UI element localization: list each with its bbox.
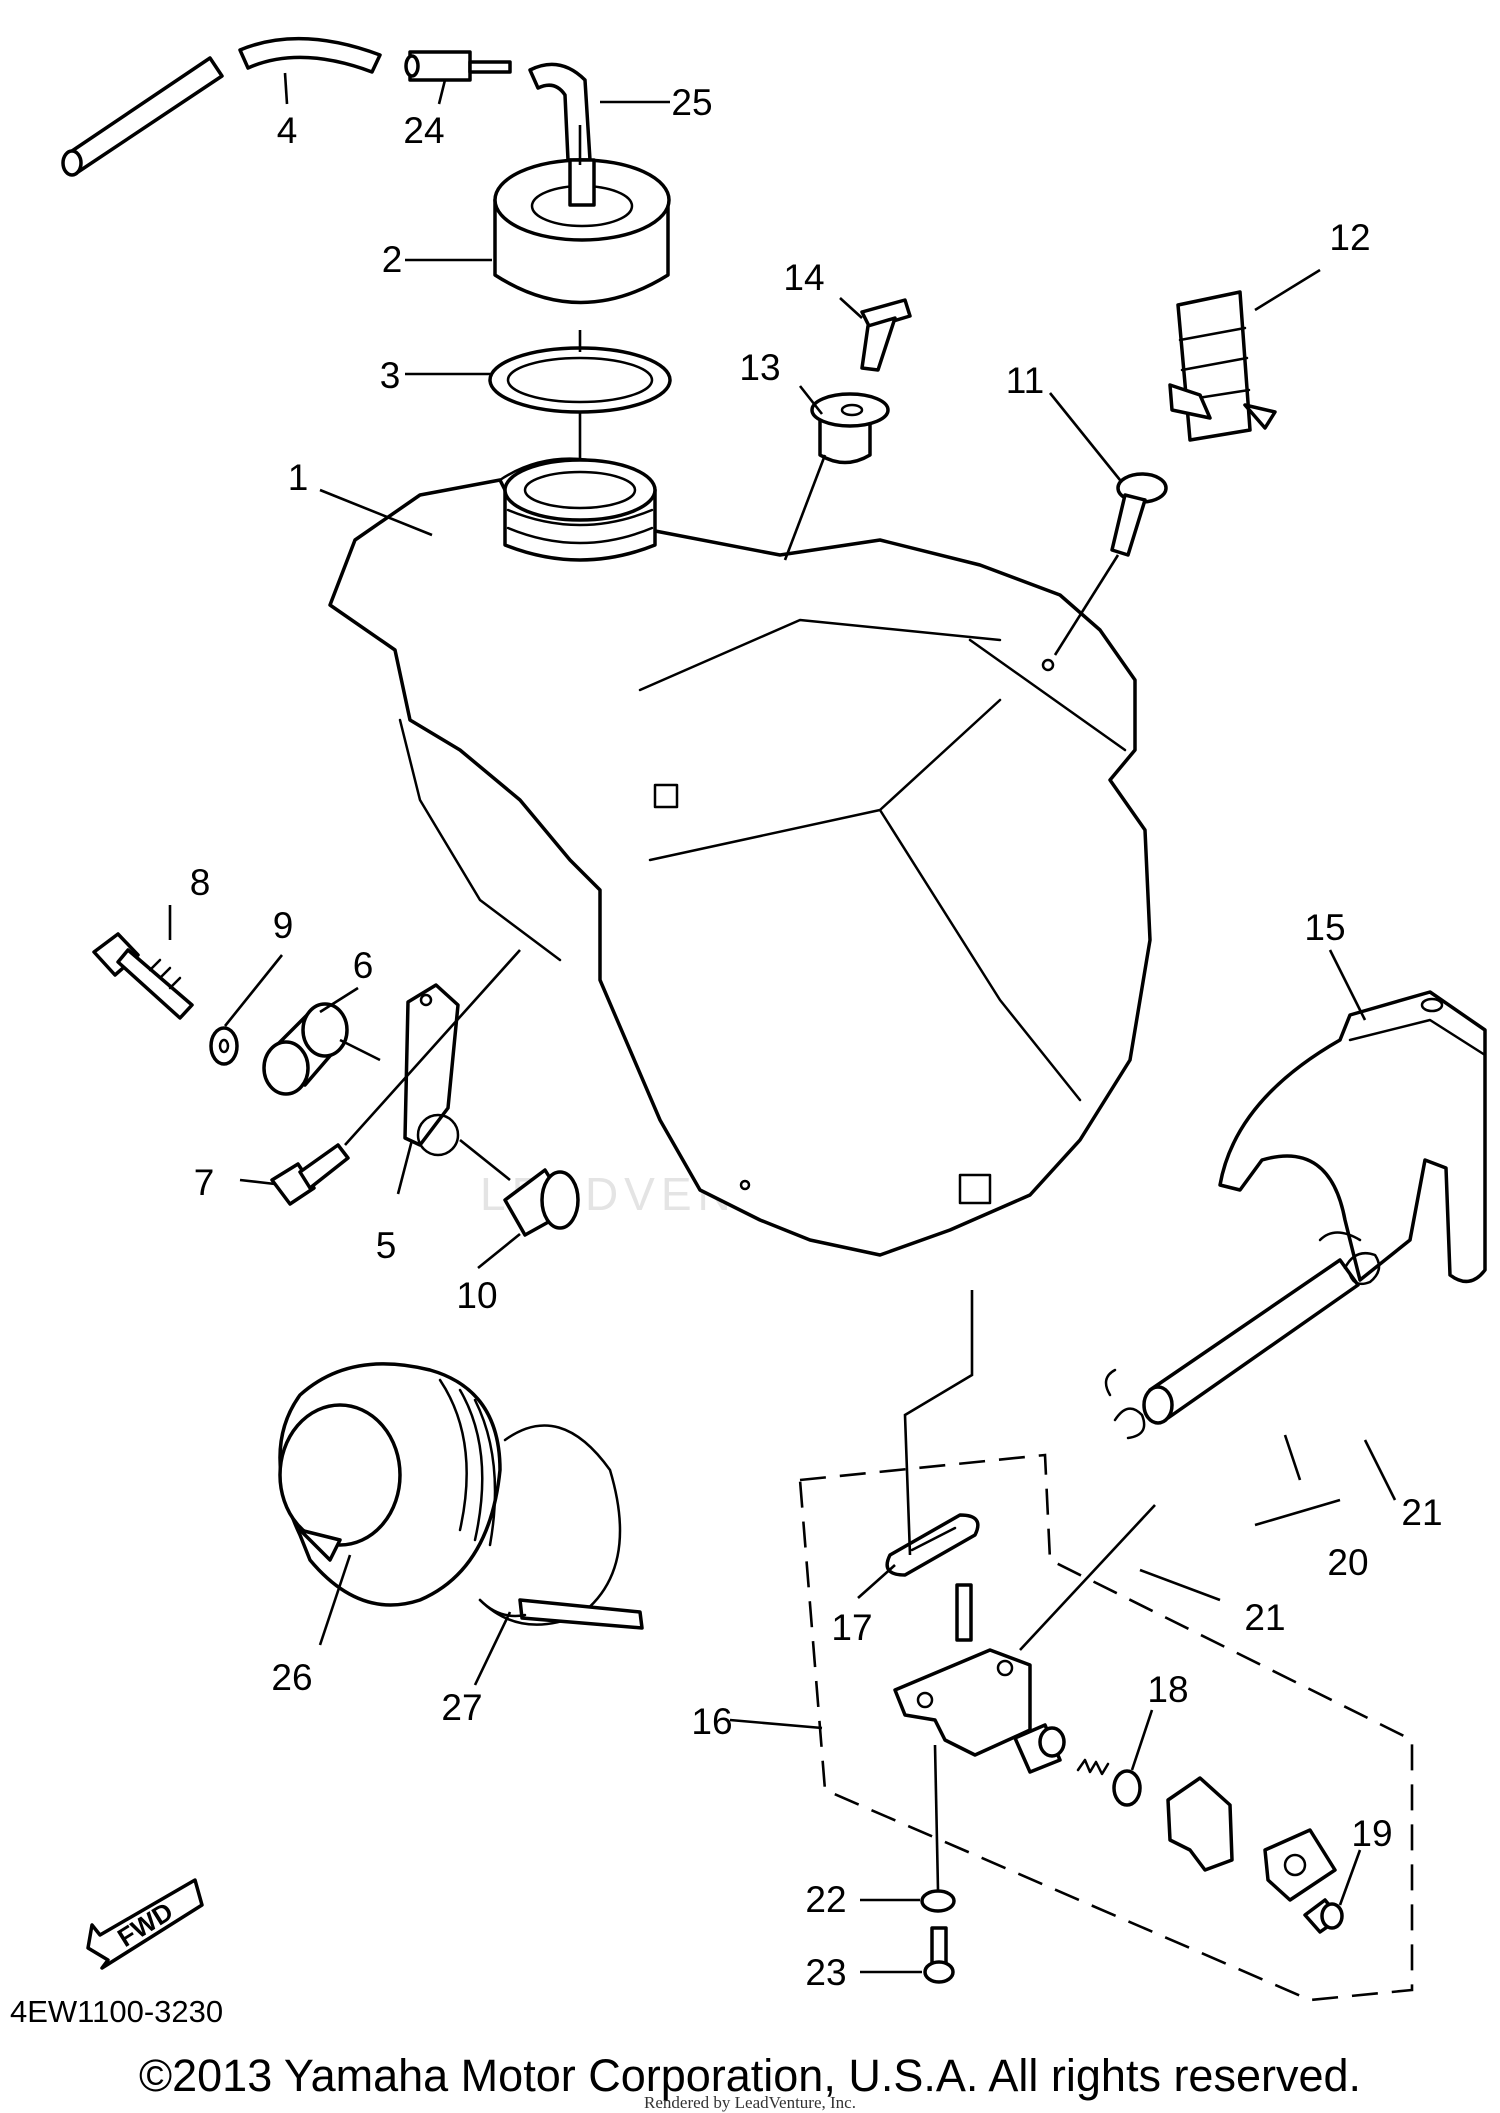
spring-part[interactable]: [1076, 1758, 1110, 1776]
screw-part-19[interactable]: [1303, 1898, 1344, 1934]
bolt-part-8[interactable]: [92, 932, 194, 1020]
fuel-tank-part-1[interactable]: [328, 457, 1152, 1257]
bolt-part-7[interactable]: [270, 1143, 350, 1206]
screw-part-23[interactable]: [923, 1926, 955, 1984]
callout-26[interactable]: 26: [271, 1657, 312, 1698]
callout-3[interactable]: 3: [380, 355, 401, 396]
o-ring-part-18[interactable]: [1112, 1769, 1142, 1807]
callout-21b[interactable]: 21: [1244, 1597, 1285, 1638]
rendered-by-note: Rendered by LeadVenture, Inc.: [644, 2093, 856, 2112]
callout-15[interactable]: 15: [1304, 907, 1345, 948]
clip-part-21b[interactable]: [1104, 1368, 1146, 1440]
callout-5[interactable]: 5: [376, 1225, 397, 1266]
callout-18[interactable]: 18: [1147, 1669, 1188, 1710]
copyright-notice: ©2013 Yamaha Motor Corporation, U.S.A. A…: [138, 2050, 1362, 2101]
pipe-part-20[interactable]: [1142, 1258, 1360, 1425]
callout-14[interactable]: 14: [783, 257, 824, 298]
fitting-part-24[interactable]: [404, 50, 512, 82]
leader-lines: [168, 72, 1397, 1974]
gasket-part-17[interactable]: [885, 1513, 980, 1577]
fuel-cap-part-2[interactable]: [493, 158, 671, 305]
washer-part-22[interactable]: [920, 1889, 956, 1913]
collar-part-13[interactable]: [810, 392, 890, 465]
boot-part-26[interactable]: [278, 1362, 502, 1607]
callout-16[interactable]: 16: [691, 1701, 732, 1742]
callout-23[interactable]: 23: [805, 1952, 846, 1993]
callout-25[interactable]: 25: [671, 82, 712, 123]
gasket-part-3[interactable]: [488, 346, 672, 414]
valve-part[interactable]: [1013, 1723, 1066, 1774]
clip-part-21a[interactable]: [1318, 1231, 1381, 1286]
hose-part-4[interactable]: [61, 36, 382, 177]
assembly-lines: [339, 125, 1156, 1891]
callout-numbers: 4 24 25 2 3 1 14 13 11 12 15 8 9 6 7 5 1…: [190, 82, 1443, 1993]
filler-neck: [503, 458, 657, 562]
fuel-cock-body[interactable]: [893, 1583, 1032, 1757]
fuel-cock-assembly-part-16[interactable]: [798, 1453, 1414, 2002]
callout-24[interactable]: 24: [403, 110, 444, 151]
washer-part-9[interactable]: [209, 1026, 239, 1066]
fwd-arrow-icon: FWD: [86, 1878, 204, 1970]
callout-21a[interactable]: 21: [1401, 1492, 1442, 1533]
lever-part[interactable]: [1166, 1776, 1234, 1872]
callout-17[interactable]: 17: [831, 1607, 872, 1648]
plate-part[interactable]: [1263, 1828, 1337, 1902]
callout-27[interactable]: 27: [441, 1687, 482, 1728]
bracket-part-5[interactable]: [403, 983, 460, 1157]
clip-part-12[interactable]: [1168, 290, 1277, 442]
callout-12[interactable]: 12: [1329, 217, 1370, 258]
clamp-part-27[interactable]: [478, 1424, 644, 1630]
callout-20[interactable]: 20: [1327, 1542, 1368, 1583]
callout-8[interactable]: 8: [190, 862, 211, 903]
callout-6[interactable]: 6: [353, 945, 374, 986]
callout-19[interactable]: 19: [1351, 1813, 1392, 1854]
callout-7[interactable]: 7: [194, 1162, 215, 1203]
callout-9[interactable]: 9: [273, 905, 294, 946]
callout-2[interactable]: 2: [382, 239, 403, 280]
callout-11[interactable]: 11: [1006, 360, 1044, 401]
damper-part-6[interactable]: [262, 1002, 349, 1096]
callout-4[interactable]: 4: [277, 110, 298, 151]
collar-part-10[interactable]: [503, 1168, 580, 1237]
callout-13[interactable]: 13: [739, 347, 780, 388]
screw-part-11[interactable]: [1110, 472, 1168, 557]
diagram-code: 4EW1100-3230: [10, 1994, 223, 2029]
callout-22[interactable]: 22: [805, 1879, 846, 1920]
callout-10[interactable]: 10: [456, 1275, 497, 1316]
screw-part-14[interactable]: [860, 298, 912, 372]
callout-1[interactable]: 1: [288, 457, 309, 498]
cover-part-15[interactable]: [1218, 990, 1487, 1284]
